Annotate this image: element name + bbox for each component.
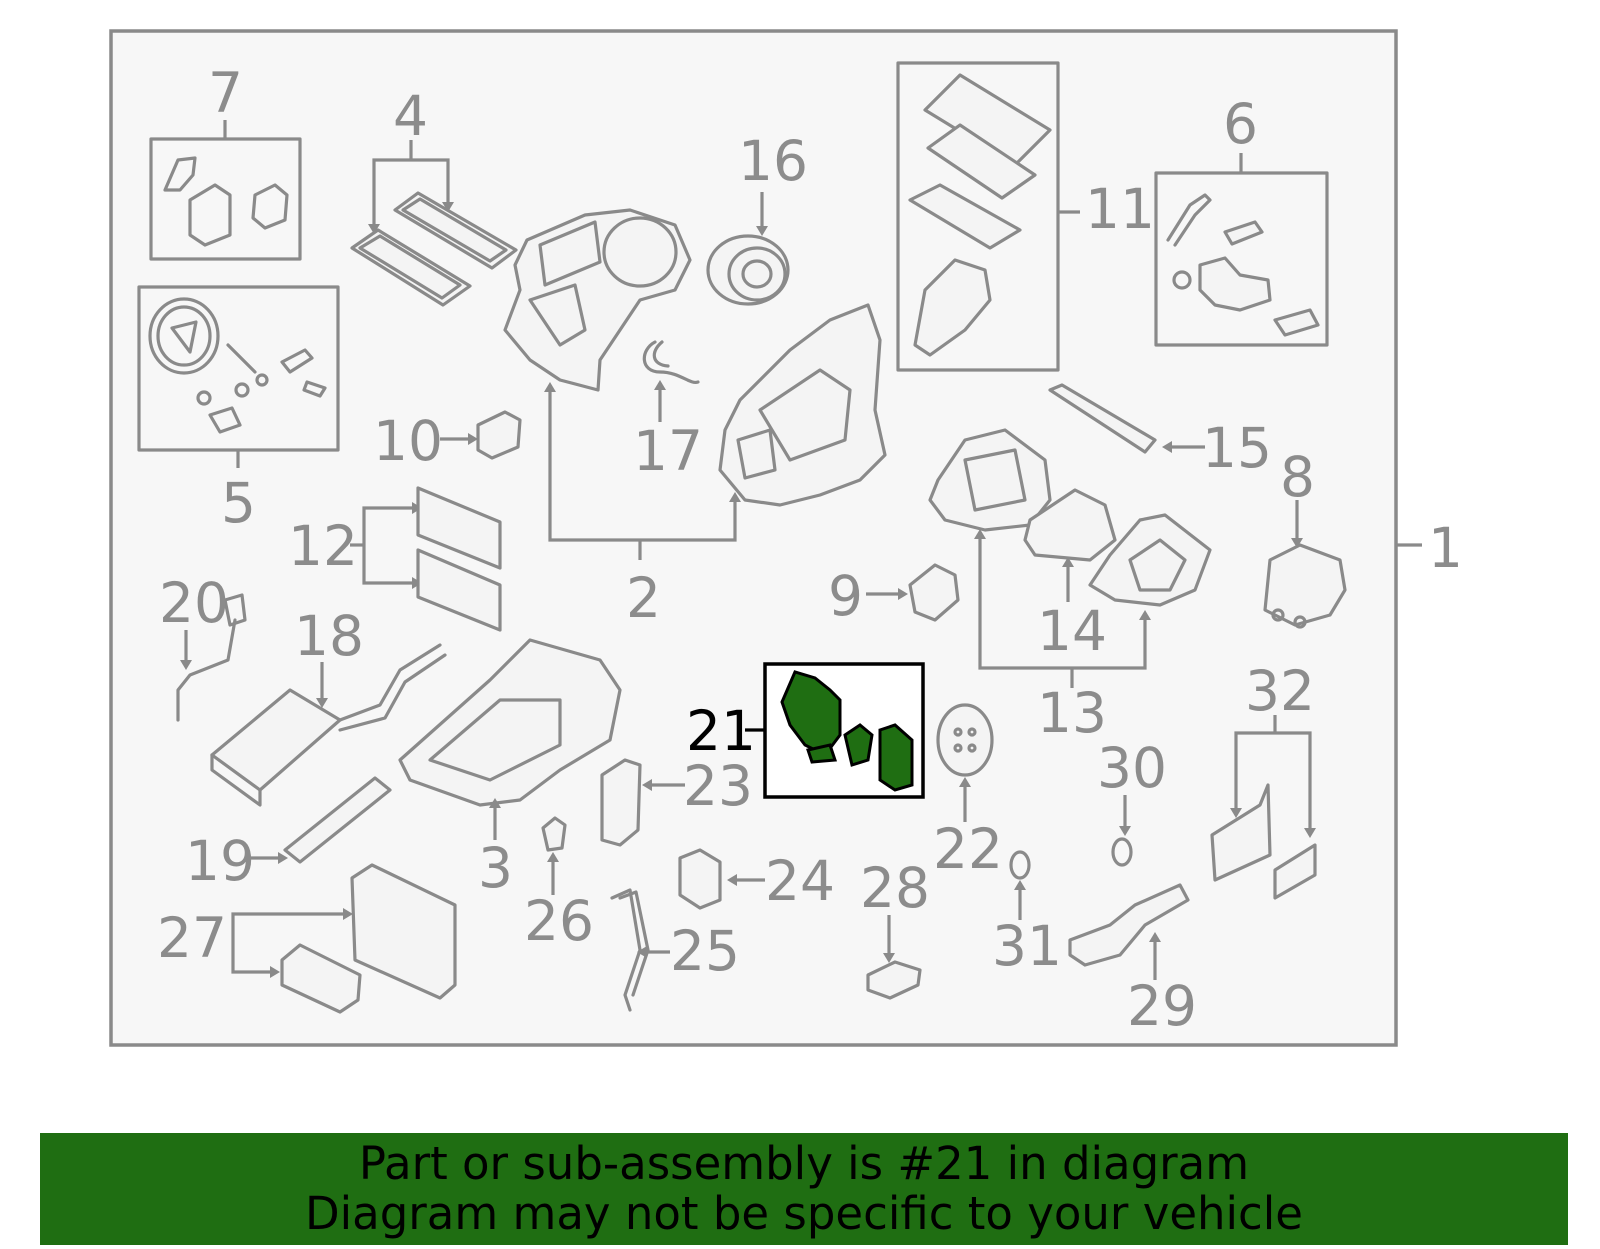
part-28-group[interactable] xyxy=(866,915,922,1000)
callout-2: 2 xyxy=(626,566,661,630)
callout-3: 3 xyxy=(478,836,513,900)
callout-6: 6 xyxy=(1223,92,1258,156)
part-21-highlight[interactable] xyxy=(745,662,925,799)
part-3-group[interactable] xyxy=(398,638,622,840)
callout-14: 14 xyxy=(1037,599,1107,663)
callout-24: 24 xyxy=(765,849,835,913)
callout-4: 4 xyxy=(393,84,428,148)
callout-10: 10 xyxy=(373,409,443,473)
callout-27: 27 xyxy=(157,906,227,970)
part-22-group[interactable] xyxy=(936,703,994,822)
part-13-group[interactable] xyxy=(928,428,1212,688)
part-4-group[interactable] xyxy=(350,140,518,307)
callout-30: 30 xyxy=(1097,736,1167,800)
part-32-group[interactable] xyxy=(1210,715,1317,900)
part-29-group[interactable] xyxy=(1068,883,1190,980)
part-25-group[interactable] xyxy=(610,888,670,1012)
banner-line-1: Part or sub-assembly is #21 in diagram xyxy=(358,1137,1250,1190)
callout-17: 17 xyxy=(633,419,703,483)
callout-31: 31 xyxy=(992,914,1062,978)
part-7-group[interactable] xyxy=(149,120,302,261)
part-14-group[interactable] xyxy=(1023,488,1117,602)
part-19-group[interactable] xyxy=(250,776,392,864)
callout-1: 1 xyxy=(1428,516,1463,580)
part-26-group[interactable] xyxy=(541,816,567,895)
part-12-group[interactable] xyxy=(350,486,502,632)
part-2-group[interactable] xyxy=(503,208,887,560)
callout-11: 11 xyxy=(1085,177,1155,241)
callout-5: 5 xyxy=(221,471,256,535)
callout-13: 13 xyxy=(1037,681,1107,745)
part-8-group[interactable] xyxy=(1263,500,1347,629)
callout-12: 12 xyxy=(288,514,358,578)
part-9-group[interactable] xyxy=(866,563,960,622)
callout-16: 16 xyxy=(738,129,808,193)
part-24-group[interactable] xyxy=(678,848,765,910)
callout-15: 15 xyxy=(1202,416,1272,480)
callout-18: 18 xyxy=(294,604,364,668)
part-27-group[interactable] xyxy=(231,863,457,1014)
callout-20: 20 xyxy=(159,571,229,635)
part-23-group[interactable] xyxy=(600,758,685,847)
callout-22: 22 xyxy=(933,817,1003,881)
part-17-group[interactable] xyxy=(642,340,700,422)
callout-9: 9 xyxy=(828,564,863,628)
callout-29: 29 xyxy=(1127,974,1197,1038)
callout-7: 7 xyxy=(208,61,243,125)
part-18-group[interactable] xyxy=(210,643,447,807)
part-10-group[interactable] xyxy=(440,410,522,460)
callout-8: 8 xyxy=(1280,445,1315,509)
part-5-group[interactable] xyxy=(137,285,340,468)
info-banner: Part or sub-assembly is #21 in diagram D… xyxy=(40,1133,1568,1245)
part-15-group[interactable] xyxy=(1048,383,1205,454)
callout-28: 28 xyxy=(860,856,930,920)
banner-line-2: Diagram may not be specific to your vehi… xyxy=(305,1187,1303,1240)
callout-21: 21 xyxy=(686,699,756,763)
callout-32: 32 xyxy=(1245,659,1315,723)
part-30-group[interactable] xyxy=(1111,795,1133,867)
part-16-group[interactable] xyxy=(706,192,790,306)
callout-26: 26 xyxy=(524,889,594,953)
callout-25: 25 xyxy=(670,919,740,983)
callout-23: 23 xyxy=(683,754,753,818)
callout-19: 19 xyxy=(185,829,255,893)
part-6-group[interactable] xyxy=(1154,153,1329,347)
part-31-group[interactable] xyxy=(1009,850,1031,920)
part-11-group[interactable] xyxy=(896,61,1080,372)
part-20-group[interactable] xyxy=(176,593,247,722)
